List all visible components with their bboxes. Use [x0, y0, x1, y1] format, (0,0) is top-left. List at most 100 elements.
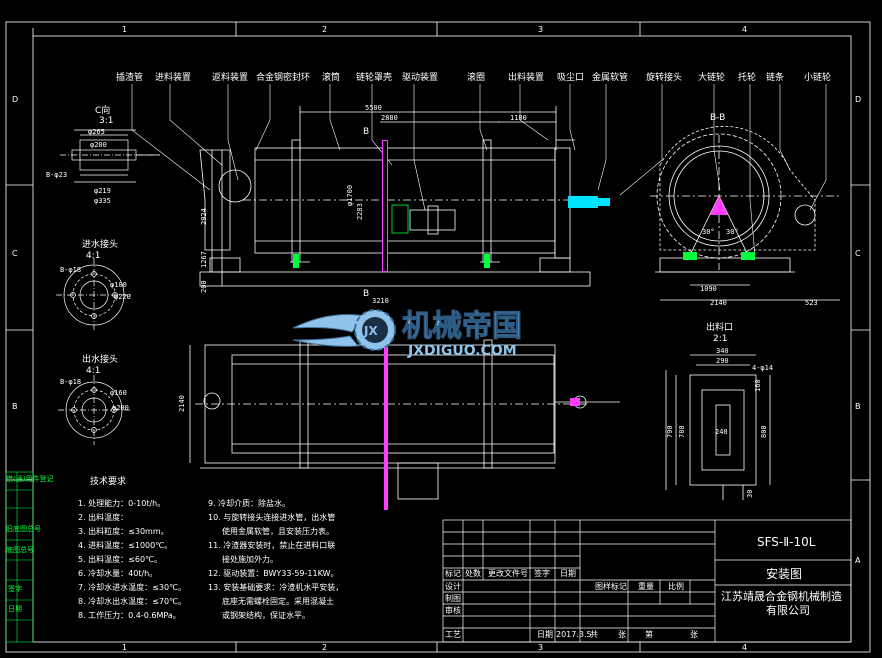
zone-bottom-2: 2	[322, 643, 327, 652]
main-dim-2: 1180	[510, 114, 527, 122]
role-0: 设计	[445, 581, 461, 591]
inlet-dim-2: φ220	[114, 293, 131, 301]
c-view-dim-0: φ265	[88, 128, 105, 136]
plan-dim-0: 2140	[178, 395, 186, 412]
zone-right-c: C	[855, 249, 861, 258]
callout-drive: 驱动装置	[402, 71, 438, 83]
tech-right-3: 11. 冷渣器安装时，禁止在进料口联	[208, 540, 335, 550]
main-dim-6: 1267	[200, 251, 208, 268]
callout-feed-device: 进料装置	[155, 71, 191, 83]
port-dim-2: 4-φ14	[752, 364, 773, 372]
left-tab-0: 借(通)用件登记	[6, 474, 53, 483]
zone-bottom-1: 1	[122, 643, 127, 652]
tech-right-5: 12. 驱动装置：BWY33-59-11KW。	[208, 568, 338, 578]
outlet-title: 出水接头	[82, 353, 118, 365]
bb-dim-0: 1090	[700, 285, 717, 293]
tech-right-4: 接处施加外力。	[222, 554, 278, 564]
bb-dim-3: 30°	[702, 228, 715, 236]
inlet-dim-1: φ100	[110, 281, 127, 289]
tech-left-6: 7. 冷却水进水温度：≤30℃。	[78, 582, 186, 592]
role-2: 审核	[445, 605, 461, 615]
inlet-flange-drawing	[56, 258, 132, 332]
company-line-2: 有限公司	[766, 603, 810, 617]
callout-seal-ring: 合金钢密封环	[256, 71, 310, 83]
zone-right-b: B	[855, 402, 861, 411]
callout-idler: 托轮	[738, 71, 756, 83]
left-tab-3: 签字	[8, 584, 22, 593]
bb-dim-4: 30°	[726, 228, 739, 236]
c-view-drawing	[60, 129, 160, 183]
callout-labels: 插渣管 进料装置 返料装置 合金钢密封环 滚筒 链轮罩壳 驱动装置 滚圈 出料装…	[116, 71, 831, 83]
tech-left-4: 5. 出料温度：≤60℃。	[78, 554, 162, 564]
bb-dim-1: 2140	[710, 299, 727, 307]
watermark-gear-core	[362, 317, 388, 343]
tech-left-7: 8. 冷却水出水温度：≤70℃。	[78, 596, 186, 606]
mid-header-1: 重量	[638, 581, 654, 591]
date-value: 2017.3.5	[556, 630, 592, 639]
tech-right-list: 9. 冷却介质：除盐水。 10. 与旋转接头连接进水管，出水管 使用金属软管，且…	[208, 498, 343, 620]
tech-left-8: 8. 工作压力：0.4-0.6MPa。	[78, 610, 181, 620]
watermark-title: 机械帝国	[402, 309, 522, 344]
c-view-dim-2: φ219	[94, 187, 111, 195]
role-3: 工艺	[445, 630, 461, 639]
left-tab-4: 日期	[8, 605, 22, 613]
main-dim-0: 5500	[365, 104, 382, 112]
zone-top-1: 1	[122, 25, 127, 34]
callout-drum: 滚筒	[322, 71, 340, 83]
port-dim-3: 160	[754, 379, 762, 392]
title-block-grid	[442, 519, 852, 643]
tech-left-list: 1. 处理能力：0-10t/h。 2. 出料温度： 3. 出料粒度：≤30mm。…	[78, 498, 186, 620]
outlet-port-drawing	[665, 354, 771, 500]
tech-left-0: 1. 处理能力：0-10t/h。	[78, 498, 165, 508]
tech-title: 技术要求	[90, 475, 126, 487]
section-mark-bottom: B	[363, 289, 369, 299]
callout-slag-pipe: 插渣管	[116, 71, 143, 83]
title-block-headers: 标记 处数 更改文件号 签字 日期 设计 制图 审核 工艺 图样标记 重量 比例…	[445, 568, 698, 639]
callout-discharge: 出料装置	[508, 71, 544, 83]
sheet-label-1: 张	[618, 630, 626, 639]
c-view-title: C向	[95, 104, 110, 116]
left-tab-boxes	[5, 471, 34, 643]
watermark: JX 机械帝国 JXDIGUO.COM	[292, 309, 523, 359]
outlet-flange-drawing	[58, 375, 130, 445]
zone-left-b: B	[12, 402, 18, 411]
c-view-dim-4: B-φ23	[46, 171, 67, 179]
sheet-label-3: 张	[690, 630, 698, 639]
role-1: 制图	[445, 593, 461, 603]
outlet-scale: 4:1	[86, 366, 100, 376]
bb-title: B-B	[710, 113, 725, 123]
tech-left-2: 3. 出料粒度：≤30mm。	[78, 526, 169, 536]
tech-left-3: 4. 进料温度：≤1000℃。	[78, 540, 172, 550]
tech-right-0: 9. 冷却介质：除盐水。	[208, 498, 290, 508]
elevation-accents	[293, 140, 610, 272]
callout-big-sprocket: 大链轮	[698, 71, 725, 83]
zone-top-2: 2	[322, 25, 327, 34]
mid-header-2: 比例	[668, 581, 684, 591]
main-dim-8: 3210	[372, 297, 389, 305]
port-scale: 2:1	[713, 334, 727, 344]
c-view-scale: 3:1	[99, 116, 113, 126]
company-line-1: 江苏靖晟合金钢机械制造	[721, 589, 842, 603]
sheet-label-2: 第	[645, 629, 653, 639]
callout-return-device: 返料装置	[212, 71, 248, 83]
bb-dim-2: 523	[805, 299, 818, 307]
sheet-label-0: 共	[590, 630, 598, 639]
callout-hose: 金属软管	[592, 71, 628, 83]
zone-left-d: D	[12, 95, 18, 104]
zone-right-a: A	[855, 556, 861, 565]
port-dim-5: 790	[666, 425, 674, 438]
port-dim-7: 800	[760, 425, 768, 438]
outlet-dim-2: φ200	[112, 404, 129, 412]
watermark-logo-text: JX	[363, 324, 378, 338]
row-header-4: 日期	[560, 569, 576, 578]
row-header-0: 标记	[445, 568, 461, 578]
bb-accents	[683, 196, 755, 260]
left-tab-1: 旧底图总号	[6, 524, 41, 533]
zone-right-d: D	[855, 95, 861, 104]
c-view-dim-3: φ335	[94, 197, 111, 205]
left-tab-2: 底图总号	[6, 545, 34, 554]
drawing-name: 安装图	[766, 566, 802, 581]
main-dim-1: 2880	[381, 114, 398, 122]
main-dim-5: 2924	[200, 208, 208, 225]
watermark-url: JXDIGUO.COM	[407, 343, 517, 359]
